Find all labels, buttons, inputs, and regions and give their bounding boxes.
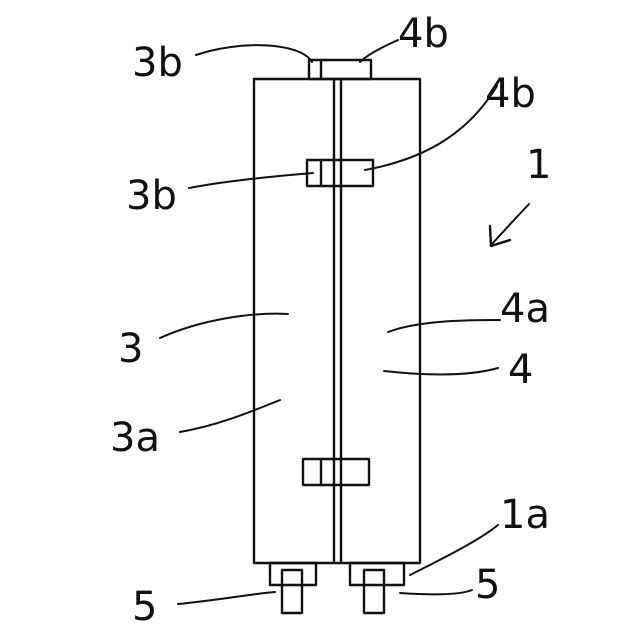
leader-5-left: [178, 592, 275, 604]
label-mid-3b: 3b: [126, 173, 177, 219]
leader-mid-3b: [189, 173, 313, 188]
label-unit-1: 1: [526, 142, 551, 188]
label-5-right: 5: [475, 562, 500, 608]
leader-3a: [180, 400, 280, 432]
lower-latch: [303, 459, 369, 485]
label-top-4b: 4b: [398, 11, 449, 57]
label-mid-4b: 4b: [485, 71, 536, 117]
leader-mid-4b: [365, 86, 497, 170]
leg-right: [350, 563, 404, 613]
label-1a: 1a: [500, 492, 550, 538]
device-body: [254, 79, 420, 563]
leader-top-4b: [360, 40, 398, 62]
leader-5-right: [400, 590, 472, 594]
top-latch: [309, 60, 371, 79]
leg-left: [270, 563, 316, 613]
leader-4: [384, 368, 498, 374]
label-4: 4: [508, 347, 533, 393]
unit-arrow: [490, 204, 529, 246]
leader-4a: [388, 320, 500, 332]
leader-top-3b: [196, 45, 312, 62]
label-top-3b: 3b: [132, 40, 183, 86]
label-3a: 3a: [110, 415, 160, 461]
label-5-left: 5: [132, 584, 157, 630]
leader-3: [160, 314, 288, 338]
label-3: 3: [118, 326, 143, 372]
label-4a: 4a: [500, 286, 550, 332]
